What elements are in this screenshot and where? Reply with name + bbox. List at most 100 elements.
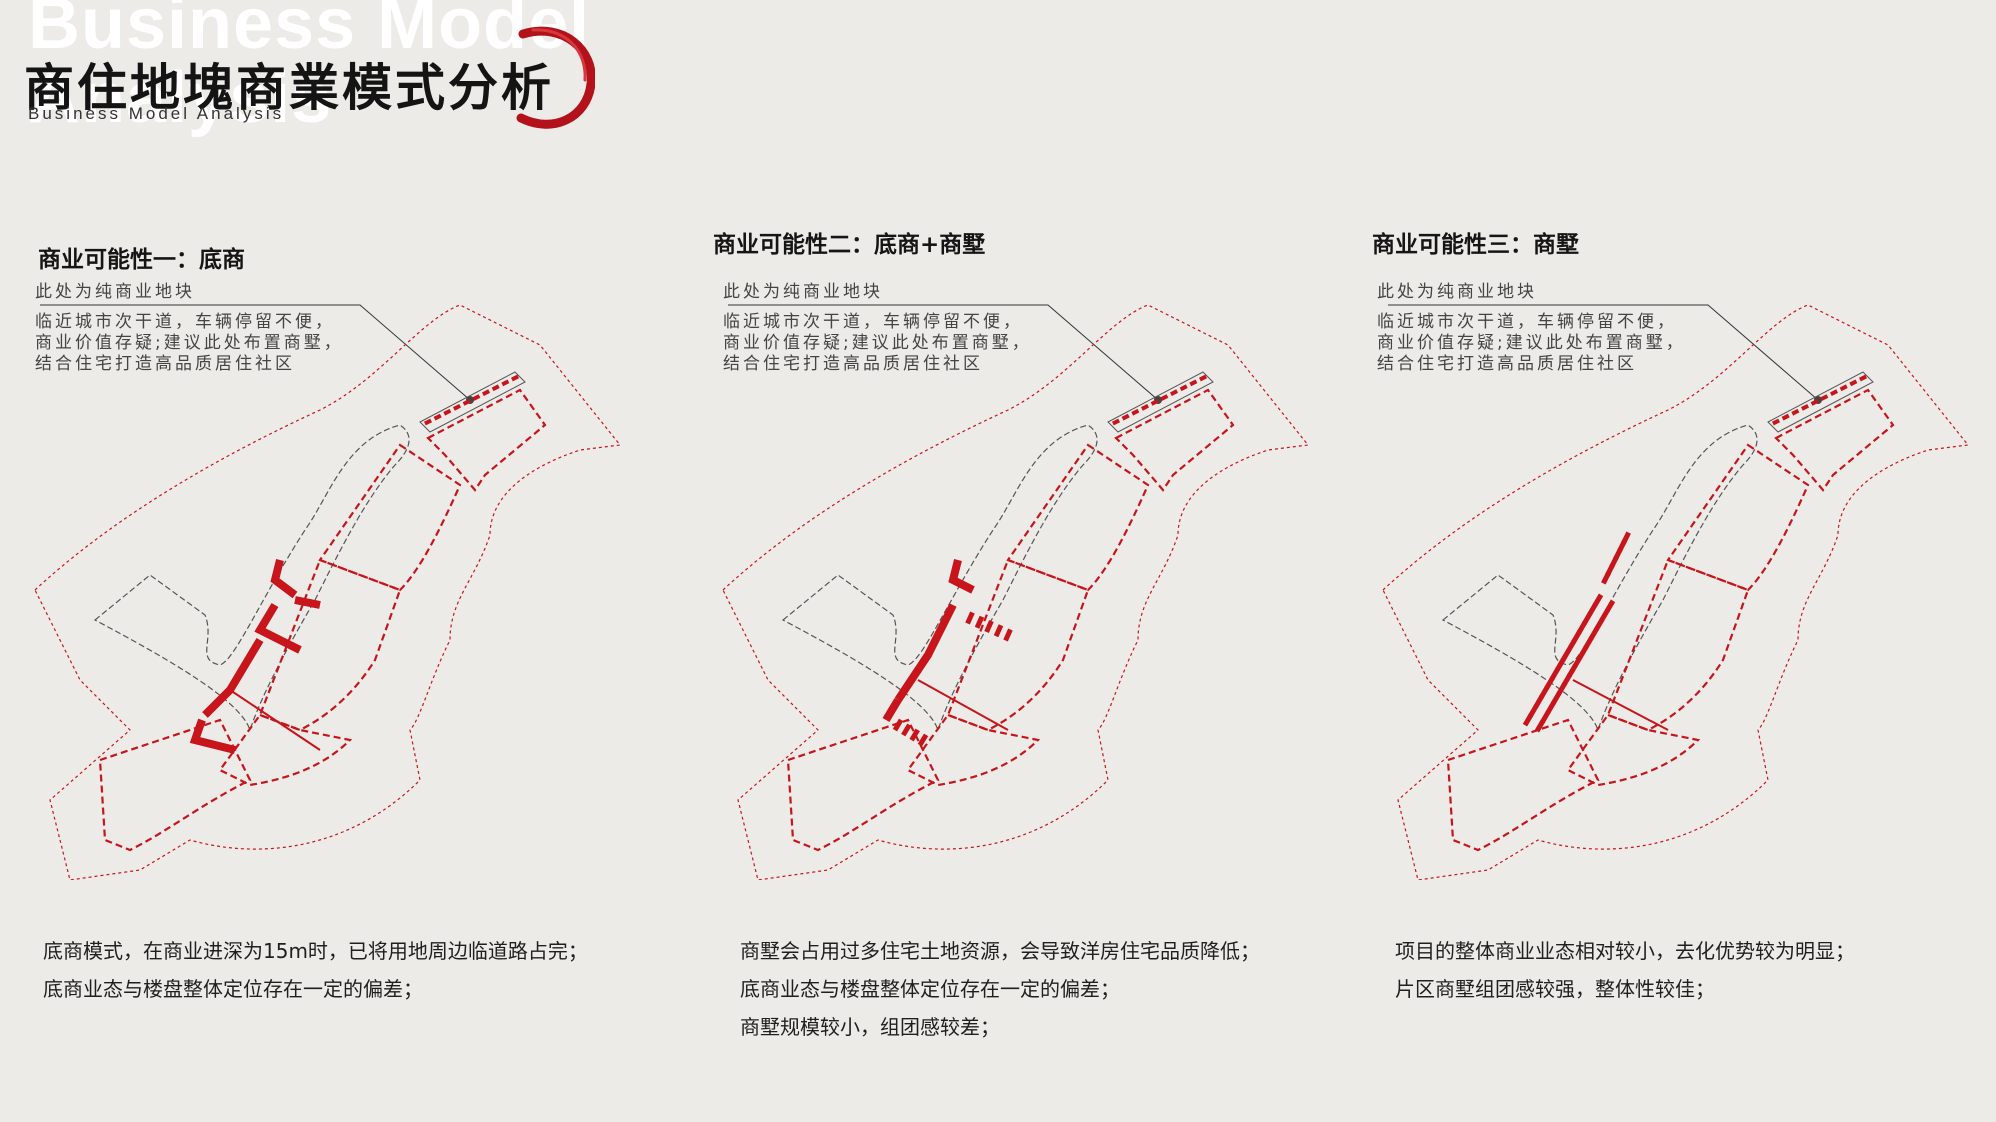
option-3-description: 项目的整体商业业态相对较小，去化优势较为明显； 片区商墅组团感较强，整体性较佳； (1395, 932, 1855, 1008)
option-2-title: 商业可能性二：底商+商墅 (713, 232, 986, 258)
podium-retail-block (894, 603, 957, 703)
note-leader-line (1388, 304, 1819, 401)
podium-divider-line (917, 679, 1009, 731)
commercial-unit (1829, 389, 1839, 397)
site-boundary (1382, 304, 1968, 880)
villa-unit (1594, 618, 1605, 631)
option-3-title: 商业可能性三：商墅 (1372, 232, 1579, 258)
commercial-unit (481, 389, 491, 397)
villa-divider-line (1572, 679, 1669, 731)
option-1-description: 底商模式，在商业进深为15m时，已将用地周边临道路占完； 底商业态与楼盘整体定位… (43, 932, 588, 1008)
villa-unit (892, 718, 904, 732)
page-subtitle: Business Model Analysis (28, 104, 285, 123)
villa-unit (1572, 654, 1583, 668)
villa-unit (1555, 658, 1566, 672)
commercial-unit (1160, 394, 1169, 401)
commercial-unit (462, 399, 471, 406)
option-2-description: 商墅会占用过多住宅土地资源，会导致洋房住宅品质降低； 底商业态与楼盘整体定位存在… (740, 932, 1260, 1046)
villa-unit (901, 723, 912, 737)
parcel-south-east (906, 713, 1041, 787)
site-boundary (34, 304, 620, 880)
villa-unit (1587, 602, 1598, 616)
parcel-south-west (786, 718, 940, 852)
parcel-center (1606, 558, 1750, 732)
description-line: 项目的整体商业业态相对较小，去化优势较为明显； (1395, 939, 1855, 963)
note-line: 临近城市次干道，车辆停留不便， (35, 312, 335, 332)
parcel-east (1006, 443, 1150, 592)
description-line: 片区商墅组团感较强，整体性较佳； (1395, 977, 1715, 1001)
commercial-unit (423, 418, 433, 426)
villa-unit (1560, 648, 1571, 662)
villa-unit (1576, 621, 1588, 635)
brush-circle-icon (516, 26, 595, 129)
villa-unit (1522, 713, 1534, 727)
villa-unit (1567, 664, 1578, 678)
villa-unit (1599, 608, 1610, 622)
villa-unit (974, 615, 985, 629)
parcel-south-west (98, 718, 252, 852)
podium-retail-block (948, 559, 975, 594)
podium-retail-block (189, 718, 236, 754)
podium-retail-block (254, 602, 302, 654)
background-watermark-line2: Analysis (28, 58, 333, 138)
option-3-note: 此处为纯商业地块 临近城市次干道，车辆停留不便， 商业价值存疑;建议此处布置商墅… (1377, 282, 1686, 375)
commercial-strip-outline (1107, 371, 1214, 433)
commercial-unit (1849, 379, 1858, 387)
commercial-unit (1839, 384, 1848, 392)
villa-unit (993, 624, 1004, 638)
villa-unit (984, 620, 994, 633)
villa-unit (1545, 701, 1556, 714)
villa-unit (1582, 612, 1593, 625)
villa-unit (1550, 691, 1562, 705)
villa-unit (1533, 695, 1544, 708)
note-line: 商业价值存疑;建议此处布置商墅， (723, 333, 1032, 353)
commercial-unit (510, 374, 520, 382)
parcel-south-east (1566, 713, 1701, 787)
option-1-note: 此处为纯商业地块 临近城市次干道，车辆停留不便， 商业价值存疑;建议此处布置商墅… (35, 282, 344, 375)
option-1-title: 商业可能性一：底商 (38, 247, 245, 273)
commercial-unit (1820, 394, 1829, 401)
commercial-unit (443, 408, 452, 416)
villa-unit (1592, 593, 1604, 607)
note-line: 商业价值存疑;建议此处布置商墅， (35, 333, 344, 353)
description-line: 商墅规模较小，组团感较差； (740, 1015, 1000, 1039)
commercial-unit (1121, 413, 1130, 421)
villa-unit (909, 728, 920, 742)
option-1-site-plan (34, 304, 620, 880)
villa-unit (1604, 599, 1616, 613)
parcel-east (318, 443, 462, 592)
note-line: 商业价值存疑;建议此处布置商墅， (1377, 333, 1686, 353)
description-line: 底商业态与楼盘整体定位存在一定的偏差； (43, 977, 423, 1001)
commercial-unit (1198, 374, 1208, 382)
commercial-unit (452, 403, 462, 411)
podium-divider-line (229, 689, 321, 751)
internal-road (781, 424, 1098, 732)
commercial-strip-outline (419, 371, 526, 433)
podium-retail-block (882, 697, 902, 723)
commercial-strip-outline (1767, 371, 1874, 433)
villa-unit (1540, 710, 1551, 724)
internal-road (1441, 424, 1758, 732)
commercial-unit (1169, 389, 1179, 397)
commercial-unit (1781, 413, 1790, 421)
commercial-unit (501, 379, 510, 387)
note-line: 临近城市次干道，车辆停留不便， (1377, 312, 1677, 332)
parcel-south-west (1446, 718, 1600, 852)
commercial-unit (1140, 403, 1150, 411)
commercial-unit (1810, 399, 1819, 406)
villa-unit (1565, 639, 1577, 653)
description-line: 商墅会占用过多住宅土地资源，会导致洋房住宅品质降低； (740, 939, 1260, 963)
villa-unit (1601, 571, 1611, 585)
description-line: 底商模式，在商业进深为15m时，已将用地周边临道路占完； (43, 939, 588, 963)
commercial-unit (433, 413, 442, 421)
villa-unit (1003, 628, 1013, 642)
option-3-site-plan (1382, 304, 1968, 880)
commercial-unit (1791, 408, 1800, 416)
internal-road (93, 424, 410, 732)
note-line: 此处为纯商业地块 (1377, 282, 1537, 302)
villa-unit (1549, 667, 1561, 681)
parcel-east (1666, 443, 1810, 592)
option-2-site-plan (722, 304, 1308, 880)
commercial-unit (1771, 418, 1781, 426)
villa-unit (965, 611, 975, 625)
